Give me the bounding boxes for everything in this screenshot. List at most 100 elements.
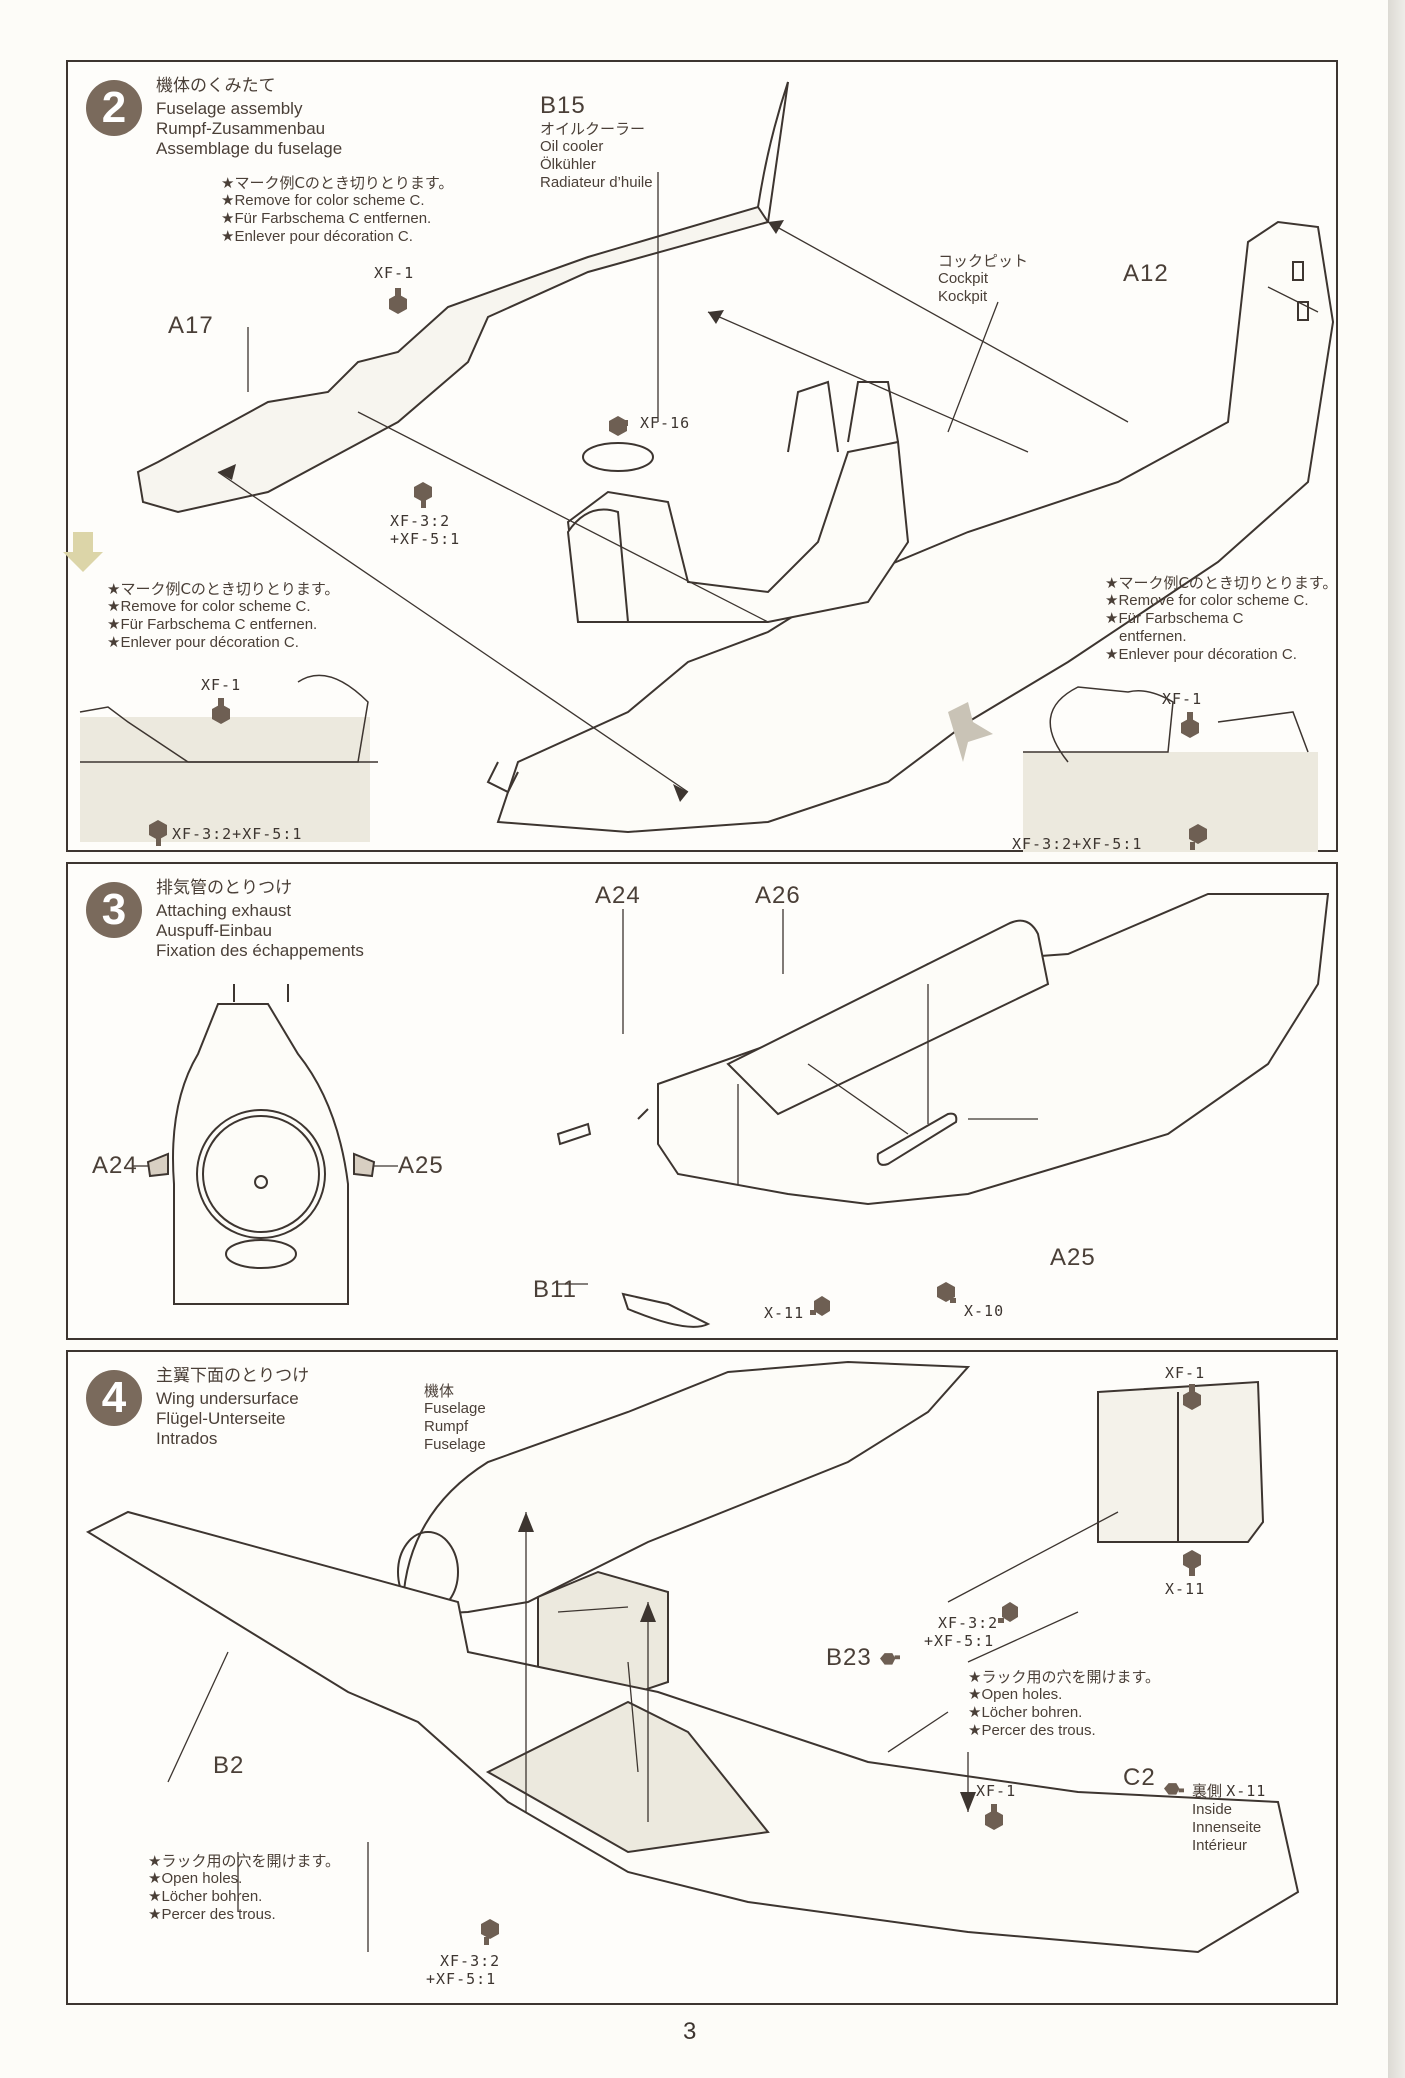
arrow-head	[768, 220, 784, 234]
bomb-rack-detail	[1097, 1380, 1265, 1543]
step-title-fr: Intrados	[156, 1429, 218, 1448]
paint-bottle-icon	[1183, 1384, 1201, 1410]
holes-note-left: ★ラック用の穴を開けます。 ★Open holes. ★Löcher bohre…	[148, 1852, 340, 1924]
paint-bottle-icon	[149, 820, 167, 846]
holes-note-jp: ★ラック用の穴を開けます。	[968, 1668, 1160, 1686]
step-title-jp: 排気管のとりつけ	[156, 878, 293, 898]
left-detail-inset	[79, 674, 378, 842]
right-fuselage-half	[496, 220, 1335, 834]
part-label-b2: B2	[213, 1752, 245, 1779]
remove-note-jp: ★マーク例Cのとき切りとります。	[107, 580, 340, 598]
wing-undersurface-drawing	[85, 1360, 1300, 1954]
paint-x10: X-10	[964, 1302, 1005, 1320]
remove-note-fr: ★Enlever pour décoration C.	[221, 228, 413, 245]
paint-bottle-icon	[481, 1919, 499, 1945]
inside-note-paint: X-11	[1226, 1782, 1267, 1800]
part-label-a24: A24	[595, 882, 641, 909]
inside-note-en: Inside	[1192, 1801, 1233, 1818]
step-title-de: Flügel-Unterseite	[156, 1409, 286, 1428]
paint-bottle-icon	[998, 1602, 1018, 1623]
inside-note-fr: Intérieur	[1192, 1837, 1248, 1854]
leader-line	[947, 301, 999, 433]
leader-line	[1267, 286, 1319, 313]
step-number-badge: 2	[86, 80, 142, 136]
step-title-fr: Assemblage du fuselage	[156, 139, 343, 158]
front-view	[146, 984, 376, 1305]
leader-line	[167, 1651, 229, 1783]
leader-line	[887, 1711, 949, 1753]
step-title-en: Attaching exhaust	[156, 901, 292, 920]
step-3-panel: 3 排気管のとりつけ Attaching exhaust Auspuff-Ein…	[66, 862, 1338, 1340]
paint-bottle-icon	[609, 416, 628, 436]
holes-note-fr: ★Percer des trous.	[968, 1722, 1096, 1739]
step-title-fr: Fixation des échappements	[156, 941, 364, 960]
fuselage-jp: 機体	[424, 1382, 455, 1400]
inside-note-jp: 裏側	[1192, 1782, 1223, 1800]
inside-note: 裏側 X-11 Inside Innenseite Intérieur	[1192, 1782, 1266, 1855]
cockpit-de: Kockpit	[938, 288, 988, 305]
paint-mix-left-inset: XF-3:2+XF-5:1	[172, 825, 303, 843]
remove-note-jp: ★マーク例Cのとき切りとります。	[1105, 574, 1338, 592]
paint-bottle-icon	[389, 288, 407, 314]
right-detail-inset	[1023, 686, 1318, 852]
paint-mix: XF-3:2 +XF-5:1	[390, 512, 460, 548]
remove-note-jp: ★マーク例Cのとき切りとります。	[221, 174, 454, 192]
part-label-a12: A12	[1123, 260, 1169, 287]
paint-xf1-rack: XF-1	[1165, 1364, 1206, 1382]
remove-note-right: ★マーク例Cのとき切りとります。 ★Remove for color schem…	[1105, 574, 1337, 664]
part-a24-shape	[556, 1122, 592, 1146]
oil-cooler-jp: オイルクーラー	[540, 120, 646, 138]
part-label-c2: C2	[1123, 1764, 1156, 1791]
leader-line	[947, 1511, 1119, 1603]
arrow-head	[218, 464, 236, 480]
paint-bottle-icon	[1183, 1550, 1201, 1576]
exhaust-drawing	[133, 893, 1330, 1328]
paint-xf1-left-inset: XF-1	[201, 676, 242, 694]
step-title-de: Auspuff-Einbau	[156, 921, 272, 940]
fuselage-assembly-drawing	[63, 81, 1335, 852]
guide-line	[217, 471, 689, 793]
paint-xf1-c2: XF-1	[976, 1782, 1017, 1800]
diagonal-arrow-icon	[948, 702, 993, 762]
part-a26-shape	[726, 919, 1050, 1116]
remove-note-de-cont: entfernen.	[1119, 628, 1187, 645]
holes-note-en: ★Open holes.	[148, 1870, 243, 1887]
step-title-block: 機体のくみたて Fuselage assembly Rumpf-Zusammen…	[156, 76, 342, 159]
fuselage-de: Rumpf	[424, 1418, 469, 1435]
remove-note-fr: ★Enlever pour décoration C.	[1105, 646, 1297, 663]
holes-note-de: ★Löcher bohren.	[968, 1704, 1083, 1721]
fuselage-shape	[401, 1360, 971, 1616]
step-2-panel: 2 機体のくみたて Fuselage assembly Rumpf-Zusamm…	[63, 60, 1338, 853]
part-label-a25: A25	[1050, 1244, 1096, 1271]
holes-note-en: ★Open holes.	[968, 1686, 1063, 1703]
paint-mix-line2: +XF-5:1	[426, 1970, 497, 1988]
oil-cooler-de: Ölkühler	[540, 156, 596, 173]
step-number-badge: 4	[86, 1370, 142, 1426]
arrow-head	[673, 784, 688, 802]
remove-note-en: ★Remove for color scheme C.	[107, 598, 311, 615]
step-title-block: 排気管のとりつけ Attaching exhaust Auspuff-Einba…	[156, 878, 364, 961]
paint-bottle-icon	[1181, 712, 1199, 738]
page-number: 3	[683, 2018, 697, 2045]
cockpit-jp: コックピット	[938, 252, 1029, 270]
paint-xf16: XF-16	[640, 414, 691, 432]
paint-x11: X-11	[764, 1304, 805, 1322]
paint-mix-line2: +XF-5:1	[924, 1632, 995, 1650]
arrow-head	[960, 1792, 976, 1812]
part-b11-shape	[621, 1292, 711, 1328]
step-title-jp: 主翼下面のとりつけ	[156, 1366, 310, 1386]
paint-mix-line1: XF-3:2	[390, 512, 451, 530]
paint-mix-line1: XF-3:2	[938, 1614, 999, 1632]
paint-bottle-icon	[1189, 824, 1207, 850]
fuselage-en: Fuselage	[424, 1400, 486, 1417]
guide-line	[767, 221, 1129, 423]
remove-note-en: ★Remove for color scheme C.	[221, 192, 425, 209]
part-label-b11: B11	[533, 1276, 577, 1303]
cockpit-caption: コックピット Cockpit Kockpit	[938, 252, 1028, 306]
part-label-a26: A26	[755, 882, 801, 909]
holes-note-fr: ★Percer des trous.	[148, 1906, 276, 1923]
step-title-jp: 機体のくみたて	[156, 76, 276, 96]
leader-line	[627, 1661, 639, 1773]
paint-mix-b23: XF-3:2 +XF-5:1	[924, 1614, 998, 1650]
paint-xf1: XF-1	[374, 264, 415, 282]
